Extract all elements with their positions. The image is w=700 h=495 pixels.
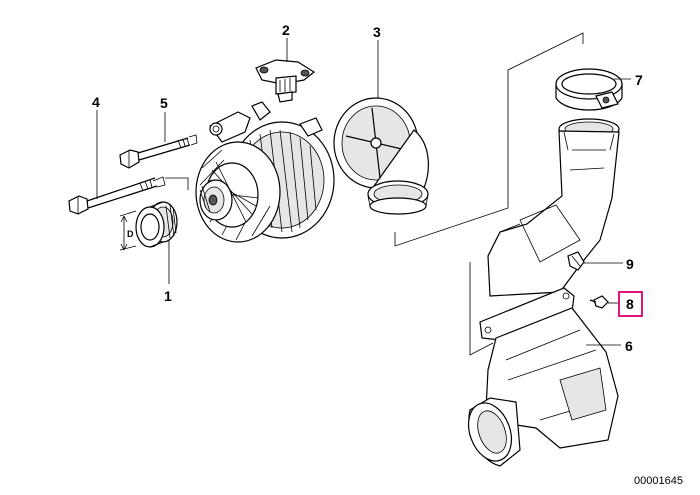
dimension-label: D	[127, 229, 134, 239]
hose-clamp-part	[555, 68, 623, 111]
pulley-part	[119, 201, 178, 251]
callout-7: 7	[635, 72, 643, 88]
assembly-outline	[394, 32, 584, 247]
air-duct-part	[333, 97, 429, 215]
callout-8: 8	[626, 296, 634, 312]
screw-part	[589, 295, 609, 309]
callout-1: 1	[164, 288, 172, 304]
duct-hose-part	[467, 118, 620, 467]
callout-9: 9	[626, 256, 634, 272]
callout-3: 3	[373, 24, 381, 40]
callout-4: 4	[92, 94, 100, 110]
highlight-box-callout-8	[618, 291, 643, 317]
alternator-part	[195, 101, 335, 243]
callout-5: 5	[160, 95, 168, 111]
regulator-part	[255, 59, 316, 103]
callout-2: 2	[282, 22, 290, 38]
callout-6: 6	[625, 338, 633, 354]
assembly-outline-lower	[469, 262, 494, 356]
long-bolt-part	[68, 176, 189, 215]
document-number: 00001645	[634, 475, 683, 487]
short-bolt-part	[119, 134, 198, 169]
clip-part	[567, 251, 585, 271]
